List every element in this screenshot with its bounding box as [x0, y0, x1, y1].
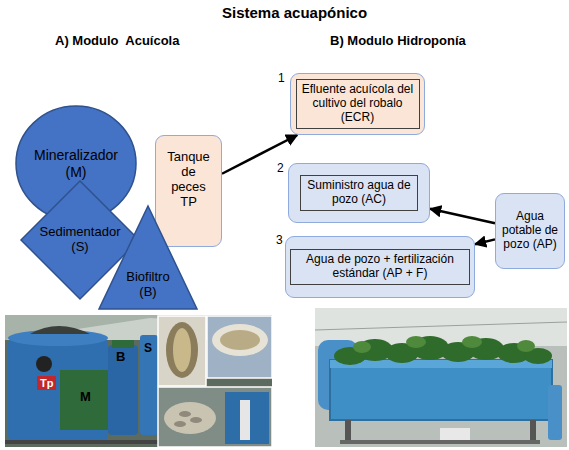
photo-label: Tp — [37, 376, 56, 390]
fertilized-box: Agua de pozo + fertilización estándar (A… — [285, 236, 475, 298]
node-text: Biofiltro (B) — [119, 270, 177, 300]
well-water-box: Agua potable de pozo (AP) — [495, 193, 565, 269]
aquaculture-photo — [5, 315, 272, 447]
callout-number: 2 — [277, 162, 284, 175]
callout-number: 1 — [278, 72, 285, 85]
callout-number: 3 — [276, 234, 283, 247]
node-text: Agua potable de pozo (AP) — [497, 210, 563, 251]
node-text: Sedimentador (S) — [35, 225, 125, 255]
section-heading: B) Modulo Hidroponía — [330, 34, 466, 48]
flow-arrow — [430, 209, 495, 223]
effluent-box: Efluente acuícola del cultivo del robalo… — [290, 73, 425, 135]
supply-box: Suministro agua de pozo (AC) — [288, 163, 430, 223]
photo-label: M — [80, 390, 91, 404]
diagram-title: Sistema acuapónico — [222, 5, 367, 22]
photo-label: S — [144, 342, 152, 355]
hydroponics-photo — [315, 308, 567, 447]
node-text: Suministro agua de pozo (AC) — [300, 175, 418, 211]
biofilter-triangle: Biofiltro (B) — [98, 205, 198, 310]
node-text: Tanque de peces TP — [163, 150, 215, 210]
node-text: Mineralizador (M) — [28, 147, 124, 179]
section-heading: A) Modulo Acuícola — [55, 34, 179, 48]
flow-arrow — [222, 135, 297, 174]
photo-label: B — [116, 350, 125, 364]
node-text: Efluente acuícola del cultivo del robalo… — [296, 79, 420, 128]
node-text: Agua de pozo + fertilización estándar (A… — [290, 249, 470, 285]
fish-tank-box: Tanque de peces TP — [155, 135, 222, 247]
flow-arrow — [475, 239, 495, 244]
